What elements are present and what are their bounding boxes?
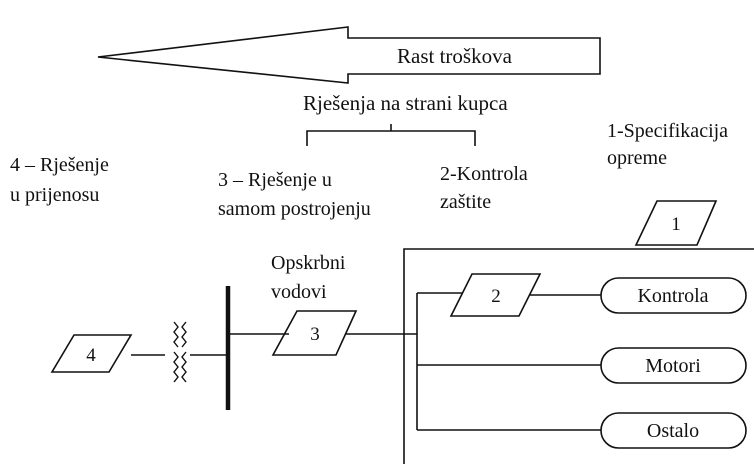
solution-3-line2: samom postrojenju <box>218 198 371 220</box>
solution-1-line1: 1-Specifikacija <box>607 120 728 142</box>
box-2 <box>449 273 542 317</box>
load-kontrola <box>600 277 747 314</box>
load-kontrola-label: Kontrola <box>637 285 708 307</box>
box-1-label: 1 <box>671 214 681 235</box>
solution-4-line1: 4 – Rješenje <box>10 154 109 176</box>
load-ostalo-label: Ostalo <box>647 420 699 442</box>
customer-side-label: Rješenja na strani kupca <box>303 91 508 115</box>
plant-boundary <box>403 248 754 464</box>
solution-4-line2: u prijenosu <box>10 184 99 206</box>
box-4 <box>50 334 133 373</box>
solution-2-line1: 2-Kontrola <box>440 163 528 185</box>
supply-lines-line2: vodovi <box>271 281 327 303</box>
box-3 <box>271 310 358 356</box>
customer-side-bracket <box>306 130 476 146</box>
solution-2-line2: zaštite <box>440 191 491 213</box>
box-2-label: 2 <box>491 286 501 307</box>
load-motori-label: Motori <box>645 355 701 377</box>
solution-1-line2: opreme <box>607 147 667 169</box>
box-4-label: 4 <box>86 345 96 366</box>
cost-growth-label: Rast troškova <box>397 44 513 68</box>
box-3-label: 3 <box>310 324 320 345</box>
breaker-symbol <box>173 321 187 383</box>
load-ostalo <box>600 412 747 449</box>
box-1 <box>634 200 718 246</box>
cost-growth-arrow <box>97 26 601 84</box>
supply-lines-line1: Opskrbni <box>271 252 346 274</box>
solution-3-line1: 3 – Rješenje u <box>218 169 332 191</box>
load-motori <box>600 347 747 384</box>
